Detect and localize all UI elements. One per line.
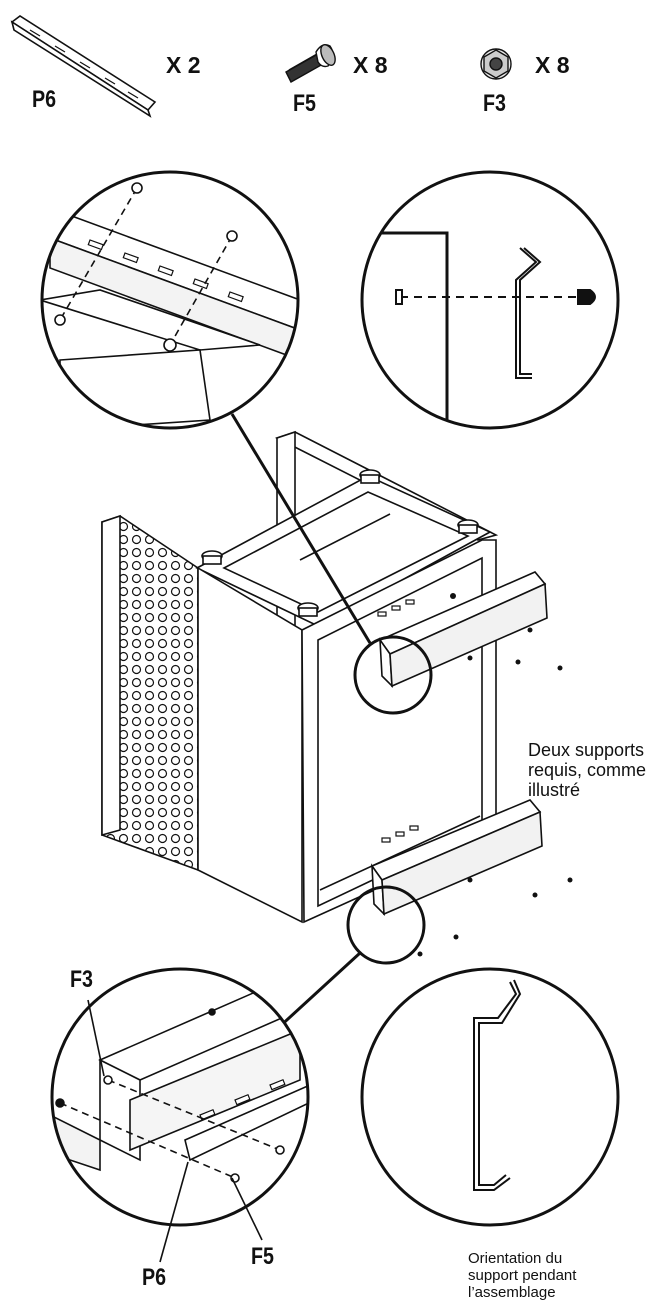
detail-orientation <box>360 967 620 1227</box>
note-two-supports-line-3: illustré <box>528 780 581 800</box>
callout-p6: P6 <box>142 1264 167 1291</box>
detail-side-view-upper <box>360 170 620 430</box>
part-code-f3: F3 <box>483 90 506 117</box>
part-qty-f3: X 8 <box>535 52 570 78</box>
note-two-supports: Deux supports requis, comme illustré <box>528 740 646 800</box>
part-qty-f5: X 8 <box>353 52 388 78</box>
detail-bracket-attach-lower <box>50 967 310 1227</box>
part-qty-p6: X 2 <box>166 52 201 78</box>
bolt-icon <box>285 44 336 83</box>
detail-bracket-attach-upper <box>40 170 300 430</box>
note-orientation: Orientation du support pendant l’assembl… <box>468 1250 576 1301</box>
cabinet-assembly <box>101 430 573 957</box>
flange-nut-icon <box>480 48 512 80</box>
part-code-f5: F5 <box>293 90 316 117</box>
note-two-supports-line-2: requis, comme <box>528 760 647 780</box>
zoom-ring-upper <box>353 635 433 715</box>
note-orientation-line-2: support pendant <box>468 1267 577 1284</box>
leader-upper <box>230 413 372 644</box>
callout-leaders <box>87 999 263 1263</box>
callout-f3: F3 <box>70 966 93 993</box>
note-two-supports-line-1: Deux supports <box>528 740 645 760</box>
part-code-p6: P6 <box>32 86 57 113</box>
callout-f5: F5 <box>251 1243 274 1270</box>
zoom-ring-lower <box>346 885 426 965</box>
note-orientation-line-1: Orientation du <box>468 1250 563 1267</box>
bracket-rail-icon <box>10 15 157 118</box>
note-orientation-line-3: l’assemblage <box>468 1284 556 1301</box>
